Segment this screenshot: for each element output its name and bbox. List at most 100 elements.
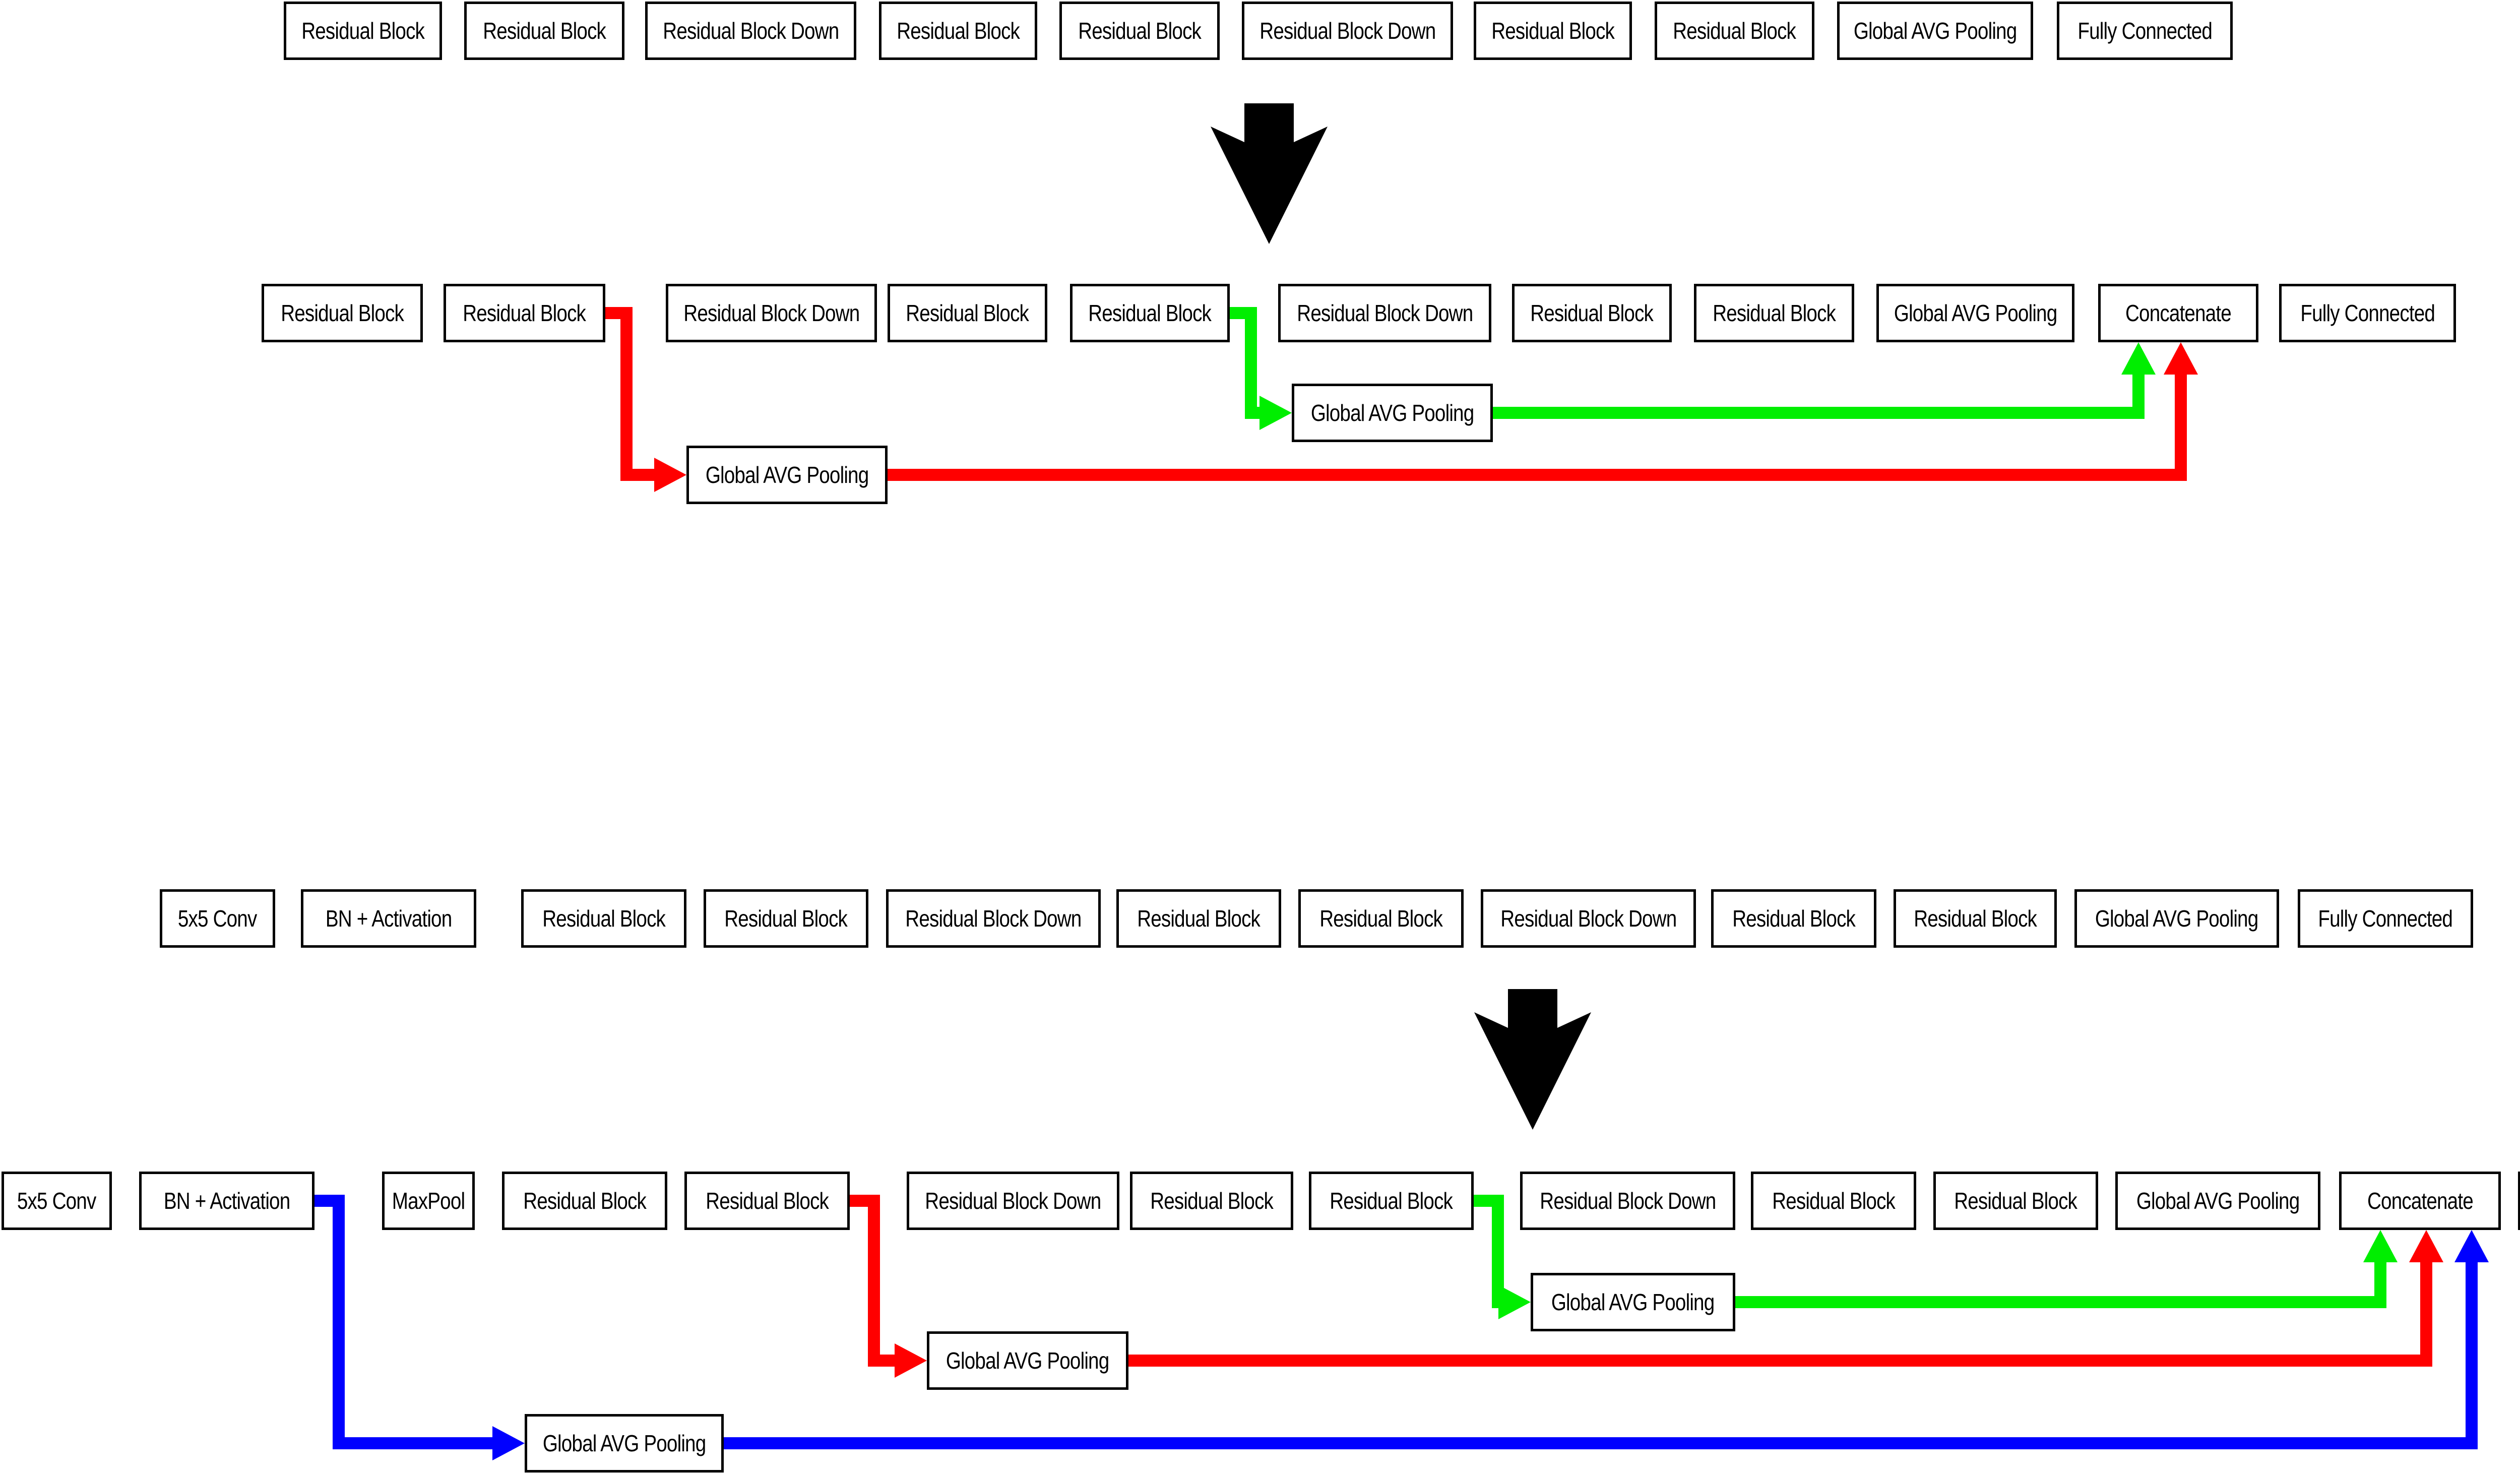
block-label: Residual Block (706, 1188, 829, 1214)
block-residual-block: Residual Block (684, 1172, 850, 1230)
block-global-avg-pooling: Global AVG Pooling (1876, 284, 2074, 342)
block-residual-block-down: Residual Block Down (907, 1172, 1119, 1230)
block-5x5-conv: 5x5 Conv (2, 1172, 112, 1230)
blue-skip-line (333, 1195, 345, 1449)
block-label: Residual Block (906, 300, 1030, 326)
block-residual-block: Residual Block (704, 889, 868, 948)
block-label: Residual Block (1137, 905, 1261, 932)
red-skip-line (868, 1195, 880, 1367)
block-label: Global AVG Pooling (705, 462, 869, 488)
block-label: Global AVG Pooling (2136, 1188, 2300, 1214)
block-label: Global AVG Pooling (946, 1347, 1109, 1374)
red-skip-line (868, 1355, 895, 1367)
green-skip-line (1735, 1296, 2386, 1308)
block-fully-connected: Fully Connected (2298, 889, 2473, 948)
green-skip-line (1245, 407, 1261, 419)
green-skip-line (1245, 307, 1257, 419)
block-label: Residual Block Down (1259, 18, 1436, 44)
global-avg-pooling-box-red-skip: Global AVG Pooling (927, 1331, 1128, 1390)
block-label: Residual Block (523, 1188, 647, 1214)
block-fully-connected: Fully Connected (2057, 2, 2233, 60)
block-label: Residual Block (463, 300, 587, 326)
block-global-avg-pooling: Global AVG Pooling (1837, 2, 2033, 60)
block-label: Residual Block Down (905, 905, 1082, 932)
global-avg-pooling-box-green-skip: Global AVG Pooling (1531, 1273, 1735, 1331)
block-residual-block-down: Residual Block Down (1481, 889, 1696, 948)
block-label: BN + Activation (325, 905, 452, 932)
block-residual-block: Residual Block (502, 1172, 667, 1230)
block-label: Global AVG Pooling (542, 1430, 706, 1456)
block-label: Fully Connected (2300, 300, 2435, 326)
block-residual-block: Residual Block (444, 284, 605, 342)
block-label: Concatenate (2367, 1188, 2474, 1214)
blue-skip-line (2466, 1262, 2478, 1449)
red-arrowhead-icon (2409, 1230, 2443, 1262)
blue-skip-line (333, 1437, 492, 1449)
block-label: Residual Block Down (925, 1188, 1101, 1214)
block-label: Residual Block (483, 18, 606, 44)
block-label: Global AVG Pooling (1310, 400, 1474, 426)
red-arrowhead-icon (654, 458, 686, 492)
block-fully-connected: Fully Connected (2279, 284, 2456, 342)
block-label: Residual Block Down (662, 18, 839, 44)
green-skip-line (1492, 1296, 1499, 1308)
block-5x5-conv: 5x5 Conv (160, 889, 275, 948)
green-skip-line (2132, 375, 2145, 419)
global-avg-pooling-box-blue-skip: Global AVG Pooling (525, 1414, 724, 1472)
red-skip-line (1128, 1355, 2432, 1367)
block-bn-activation: BN + Activation (301, 889, 476, 948)
block-maxpool: MaxPool (382, 1172, 475, 1230)
green-skip-line (1493, 407, 2145, 419)
block-label: Concatenate (2125, 300, 2232, 326)
block-residual-block: Residual Block (1309, 1172, 1474, 1230)
block-label: Residual Block (1713, 300, 1836, 326)
block-bn-activation: BN + Activation (139, 1172, 314, 1230)
block-label: Residual Block (1732, 905, 1856, 932)
block-label: Global AVG Pooling (1551, 1289, 1715, 1315)
block-residual-block: Residual Block (1116, 889, 1281, 948)
block-residual-block: Residual Block (888, 284, 1047, 342)
block-label: Global AVG Pooling (1853, 18, 2017, 44)
block-label: Residual Block (1319, 905, 1443, 932)
block-label: Residual Block (897, 18, 1020, 44)
green-arrowhead-icon (1259, 396, 1292, 430)
block-label: Residual Block (1078, 18, 1202, 44)
block-label: Residual Block (542, 905, 666, 932)
block-residual-block-down: Residual Block Down (645, 2, 856, 60)
red-skip-line (620, 307, 633, 481)
block-concatenate: Concatenate (2339, 1172, 2501, 1230)
block-label: MaxPool (392, 1188, 465, 1214)
block-residual-block: Residual Block (1512, 284, 1672, 342)
blue-skip-line (724, 1437, 2478, 1449)
block-label: Residual Block (281, 300, 404, 326)
block-concatenate: Concatenate (2098, 284, 2258, 342)
block-label: Residual Block Down (1296, 300, 1473, 326)
block-residual-block: Residual Block (879, 2, 1037, 60)
block-label: Residual Block Down (1500, 905, 1677, 932)
block-label: Residual Block Down (1539, 1188, 1716, 1214)
block-residual-block: Residual Block (1933, 1172, 2098, 1230)
red-skip-line (2420, 1262, 2432, 1367)
block-residual-block-down: Residual Block Down (1520, 1172, 1735, 1230)
block-residual-block: Residual Block (1694, 284, 1854, 342)
block-label: Fully Connected (2077, 18, 2212, 44)
block-residual-block: Residual Block (1059, 2, 1220, 60)
block-label: 5x5 Conv (178, 905, 257, 932)
block-residual-block-down: Residual Block Down (1242, 2, 1453, 60)
block-residual-block: Residual Block (1894, 889, 2057, 948)
green-skip-line (2374, 1262, 2386, 1308)
block-label: Global AVG Pooling (1894, 300, 2057, 326)
red-skip-line (888, 469, 2187, 481)
red-arrowhead-icon (895, 1343, 927, 1378)
global-avg-pooling-box-red-skip: Global AVG Pooling (686, 446, 888, 504)
block-residual-block: Residual Block (1298, 889, 1464, 948)
red-skip-line (620, 469, 654, 481)
red-skip-line (2175, 375, 2187, 481)
block-global-avg-pooling: Global AVG Pooling (2074, 889, 2279, 948)
block-label: Residual Block (1150, 1188, 1274, 1214)
block-residual-block-down: Residual Block Down (666, 284, 877, 342)
green-arrowhead-icon (1498, 1285, 1531, 1319)
block-label: Global AVG Pooling (2095, 905, 2258, 932)
down-arrow-icon (1474, 989, 1591, 1130)
